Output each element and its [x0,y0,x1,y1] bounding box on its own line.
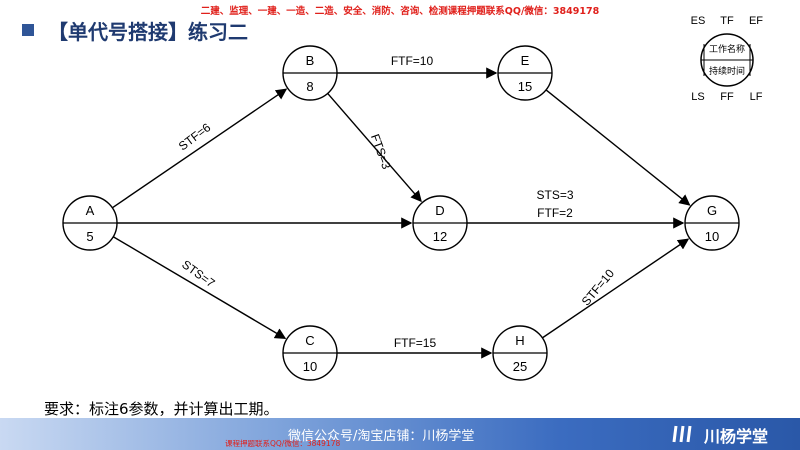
node-G: G 10 [684,195,740,251]
legend-es: ES [691,15,706,27]
node-E: E 15 [497,45,553,101]
footer-text: 微信公众号/淘宝店铺：川杨学堂 [288,429,475,444]
node-B: B8 [282,45,338,101]
edge-label2-D-G: FTF=2 [537,206,573,220]
legend-tf: TF [720,15,734,27]
edge-A-C [112,236,287,339]
node-id: E [521,53,530,68]
edge-label-H-G: STF=10 [579,266,618,308]
requirement-text: 要求：标注6参数，并计算出工期。 [44,400,279,418]
footer-note: 课程押题联系QQ/微信：3849178 [225,439,341,448]
brand-name: 川杨学堂 [704,427,769,446]
node-duration: 5 [86,229,93,244]
legend-ef: EF [749,15,763,27]
top-banner-note: 二建、监理、一建、一造、二造、安全、消防、咨询、检测课程押题联系QQ/微信：38… [200,6,600,17]
edge-H-G [541,238,690,339]
edge-label-B-D: FTS=3 [368,132,394,171]
edge-label-A-C: STS=7 [179,257,217,290]
edge-A-B [111,88,288,209]
legend-work-name: 工作名称 [709,43,745,55]
legend-lf: LF [750,91,763,103]
node-duration: 12 [433,229,447,244]
legend: ES TF EF LS FF LF 工作名称 持续时间 [691,15,764,103]
node-id: C [305,333,314,348]
edge-E-G [545,89,691,206]
node-duration: 10 [303,359,317,374]
edge-label-A-B: STF=6 [176,120,214,153]
legend-ls: LS [691,91,704,103]
legend-ff: FF [720,91,734,103]
edge-B-D [327,92,422,203]
footer-bar: 微信公众号/淘宝店铺：川杨学堂 课程押题联系QQ/微信：3849178 川杨学堂 [0,418,800,450]
brand-logo-icon [672,425,692,443]
node-H: H 25 [492,325,548,381]
node-duration: 15 [518,79,532,94]
edge-label-B-E: FTF=10 [391,54,434,68]
node-id: D [435,203,444,218]
node-id: A [86,203,95,218]
legend-duration: 持续时间 [709,65,745,77]
node-duration: 8 [306,79,313,94]
node-D: D 12 [412,195,468,251]
node-id: H [515,333,524,348]
node-id: G [707,203,717,218]
node-C: C 10 [282,325,338,381]
node-duration: 10 [705,229,719,244]
edge-label-C-H: FTF=15 [394,336,437,350]
node-id: B [306,53,315,68]
node-A: A5 [62,195,118,251]
node-duration: 25 [513,359,527,374]
edge-label-D-G: STS=3 [536,188,573,202]
title-bullet [22,24,34,36]
page-title: 【单代号搭接】练习二 [48,20,248,44]
